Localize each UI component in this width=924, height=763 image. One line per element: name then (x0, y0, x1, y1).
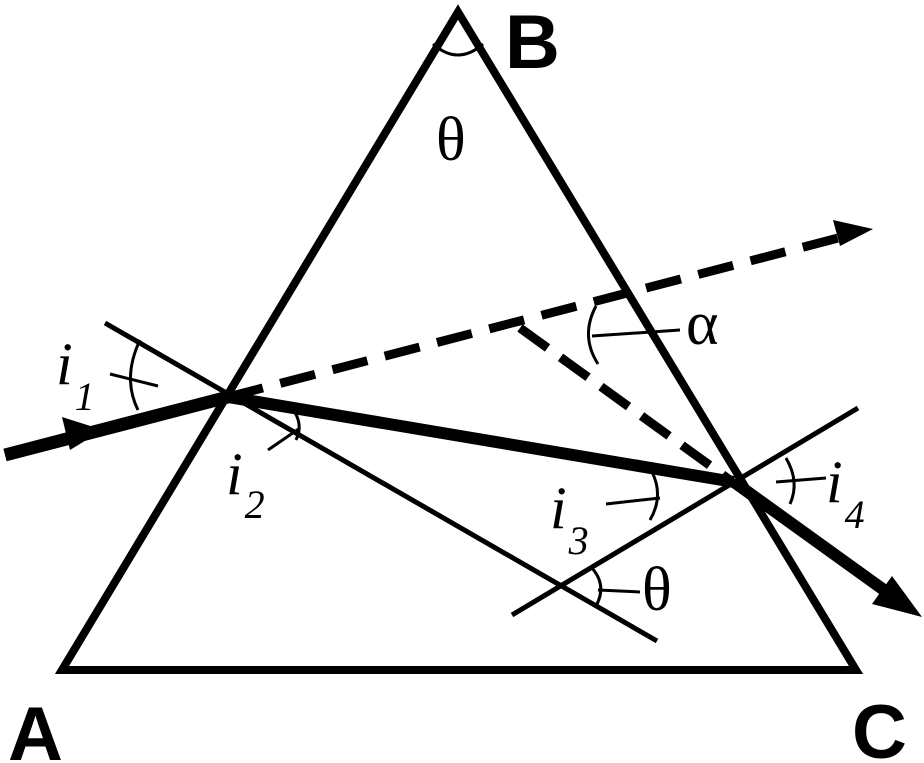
vertex-label-a: A (8, 692, 63, 763)
emergent-ray (730, 477, 899, 603)
tick-i3 (605, 496, 661, 506)
angle-label-i3: i3 (550, 475, 589, 563)
emergent-ray-arrowhead (872, 576, 922, 617)
tick-theta-normals (597, 588, 641, 594)
angle-label-i1: i1 (56, 331, 95, 419)
angle-label-i2: i2 (226, 441, 265, 527)
tick-i2 (267, 426, 301, 452)
incident-ray-extension-dashed (226, 232, 844, 402)
vertex-label-b: B (505, 0, 560, 85)
angle-label-i4: i4 (826, 449, 865, 537)
tick-alpha (591, 328, 681, 338)
normal-line-face-ab (103, 320, 659, 644)
tick-i4 (775, 476, 827, 484)
apex-angle-arc (432, 42, 484, 57)
normals-angle-label: θ (642, 556, 672, 624)
normal-line-face-bc (510, 405, 860, 618)
emergent-ray-extension-dashed (517, 324, 733, 484)
incident-ray (3, 390, 230, 462)
deviation-angle-label: α (686, 290, 718, 358)
incident-ray-arrowhead (62, 417, 103, 450)
dashed-ray-arrowhead (833, 220, 873, 246)
arc-i2 (290, 407, 301, 441)
refracted-ray-inside (227, 391, 735, 488)
apex-angle-label: θ (436, 106, 466, 174)
tick-i1 (109, 372, 159, 388)
vertex-label-c: C (852, 690, 907, 763)
prism-triangle (54, 4, 864, 674)
arc-alpha (586, 305, 600, 365)
arc-i1 (128, 339, 142, 411)
arc-i3 (648, 471, 659, 521)
arc-theta-normals (588, 564, 603, 607)
